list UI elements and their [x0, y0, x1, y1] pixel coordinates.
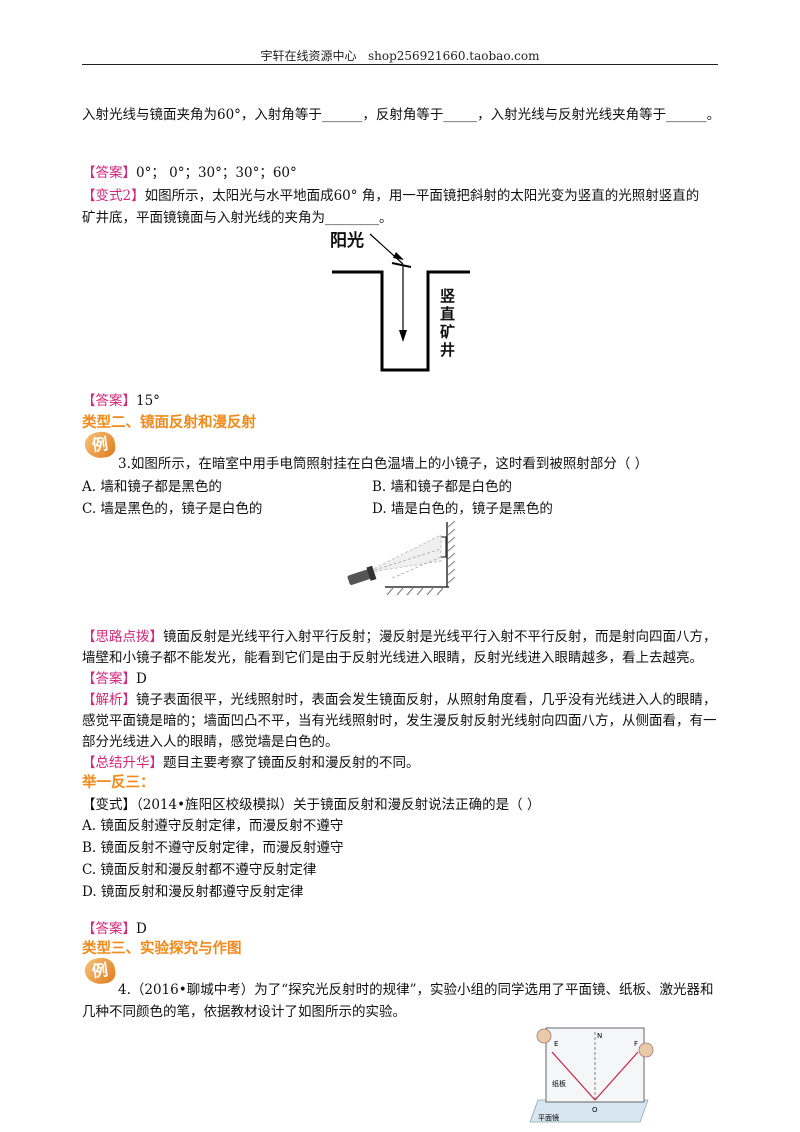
variant-stem: 【变式】（2014•旌阳区校级模拟）关于镜面反射和漫反射说法正确的是（ ）: [82, 793, 540, 813]
reflected-ray: [594, 1051, 639, 1101]
summary-text: 题目主要考察了镜面反射和漫反射的不同。: [163, 755, 420, 771]
answer-text: D: [136, 921, 147, 937]
answer-4: 【答案】D: [82, 917, 147, 937]
header-rule: [82, 64, 718, 65]
label-board: 纸板: [552, 1079, 566, 1088]
variant2-line2: 矿井底，平面镜镜面与入射光线的夹角为________。: [82, 210, 393, 226]
answer-tag: 【答案】: [82, 921, 136, 937]
hint-line1: 【思路点拨】镜面反射是光线平行入射平行反射；漫反射是光线平行入射不平行反射，而是…: [82, 625, 717, 645]
flashlight-figure: [347, 520, 456, 596]
shaft-char: 井: [440, 341, 456, 359]
shaft-char: 矿: [440, 323, 456, 341]
mine-shaft-figure: [332, 233, 470, 372]
example-badge: 例: [83, 430, 117, 460]
incident-ray: [551, 1051, 596, 1101]
label-e: E: [554, 1040, 558, 1048]
practice-heading: 举一反三：: [82, 775, 155, 791]
beam-center: [364, 548, 442, 574]
variant-tag: 【变式】: [82, 797, 136, 813]
label-mirror: 平面镜: [538, 1113, 559, 1122]
question-intro: 入射光线与镜面夹角为60°，入射角等于______，反射角等于_____，入射光…: [82, 107, 721, 123]
q3-stem: 3.如图所示，在暗室中用手电筒照射挂在白色温墙上的小镜子，这时看到被照射部分（ …: [118, 456, 649, 472]
wall-hatching: [447, 520, 456, 584]
analysis-tag: 【解析】: [82, 692, 136, 708]
page-header: 宇轩在线资源中心 shop256921660.taobao.com: [0, 47, 800, 64]
variant-text: （2014•旌阳区校级模拟）关于镜面反射和漫反射说法正确的是（ ）: [136, 797, 541, 813]
variant-option-d: D. 镜面反射和漫反射都遵守反射定律: [82, 884, 304, 900]
label-o: O: [592, 1106, 598, 1114]
sunlight-label: 阳光: [330, 231, 364, 251]
analysis-text1: 镜子表面很平，光线照射时，表面会发生镜面反射，从照射角度看，几乎没有光线进入人的…: [136, 692, 717, 708]
answer-tag: 【答案】: [82, 393, 136, 409]
reflected-ray: [389, 556, 442, 580]
floor-hatching: [386, 587, 444, 596]
right-hand: [638, 1042, 654, 1058]
section-3-heading: 类型三、实验探究与作图: [82, 941, 242, 957]
variant-option-b: B. 镜面反射不遵守反射定律，而漫反射遵守: [82, 840, 344, 856]
laser-experiment-figure: N E F O 纸板 平面镜: [529, 1027, 654, 1123]
q3-option-c: C. 墙是黑色的，镜子是白色的: [82, 501, 263, 517]
hint-tag: 【思路点拨】: [82, 629, 163, 645]
answer-tag: 【答案】: [82, 165, 136, 181]
header-shop: shop256921660.taobao.com: [367, 49, 540, 63]
answer-text: 0°； 0°；30°；30°；60°: [136, 165, 297, 181]
shaft-char: 直: [440, 305, 456, 323]
light-beam: [364, 534, 442, 574]
shaft-label: 竖 直 矿 井: [440, 287, 458, 359]
variant2-line1: 【变式2】如图所示，太阳光与水平地面成60° 角，用一平面镜把斜射的太阳光变为竖…: [82, 184, 699, 204]
example-badge: 例: [83, 956, 117, 986]
sunlight-ray: [369, 233, 404, 265]
q3-option-a: A. 墙和镜子都是黑色的: [82, 479, 222, 495]
answer-1: 【答案】0°； 0°；30°；30°；60°: [82, 161, 297, 181]
q4-line2: 几种不同颜色的笔，依据教材设计了如图所示的实验。: [82, 1004, 406, 1020]
header-site: 宇轩在线资源中心: [260, 49, 357, 63]
analysis-line3: 部分光线进入人的眼睛，感觉墙是白色的。: [82, 734, 339, 750]
variant-option-c: C. 镜面反射和漫反射都不遵守反射定律: [82, 862, 317, 878]
label-f: F: [634, 1040, 638, 1048]
q3-option-b: B. 墙和镜子都是白色的: [372, 479, 513, 495]
variant2-tag: 【变式2】: [82, 188, 145, 204]
vertical-arrowhead: [399, 330, 407, 342]
answer-2: 【答案】15°: [82, 389, 160, 409]
summary: 【总结升华】题目主要考察了镜面反射和漫反射的不同。: [82, 751, 420, 771]
mirror: [391, 262, 412, 268]
ground-and-shaft: [332, 270, 470, 372]
hint-text1: 镜面反射是光线平行入射平行反射；漫反射是光线平行入射不平行反射，而是射向四面八方…: [163, 629, 717, 645]
label-n: N: [597, 1032, 602, 1040]
summary-tag: 【总结升华】: [82, 755, 163, 771]
variant-option-a: A. 镜面反射遵守反射定律，而漫反射不遵守: [82, 818, 344, 834]
q3-option-d: D. 墙是白色的，镜子是黑色的: [372, 501, 553, 517]
hint-line2: 墙壁和小镜子都不能发光，能看到它们是由于反射光线进入眼睛，反射光线进入眼睛越多，…: [82, 650, 703, 666]
left-hand: [536, 1028, 552, 1044]
variant2-text1: 如图所示，太阳光与水平地面成60° 角，用一平面镜把斜射的太阳光变为竖直的光照射…: [144, 188, 700, 204]
sunlight-arrowhead: [393, 252, 404, 260]
answer-tag: 【答案】: [82, 671, 136, 687]
shaft-char: 竖: [440, 287, 456, 305]
answer-3: 【答案】D: [82, 667, 147, 687]
analysis-line1: 【解析】镜子表面很平，光线照射时，表面会发生镜面反射，从照射角度看，几乎没有光线…: [82, 688, 717, 708]
answer-text: 15°: [136, 393, 160, 409]
flashlight: [347, 565, 377, 585]
section-2-heading: 类型二、镜面反射和漫反射: [82, 415, 256, 431]
q4-line1: 4.（2016•聊城中考）为了“探究光反射时的规律”，实验小组的同学选用了平面镜…: [118, 982, 714, 998]
answer-text: D: [136, 671, 147, 687]
analysis-line2: 感觉平面镜是暗的；墙面凹凸不平，当有光线照射时，发生漫反射反射光线射向四面八方，…: [82, 713, 717, 729]
